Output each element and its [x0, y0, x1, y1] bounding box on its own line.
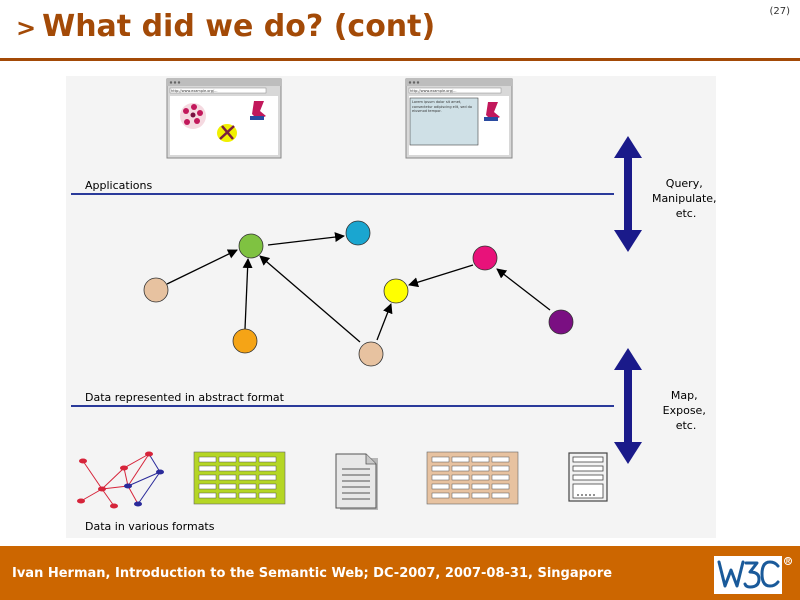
edge [496, 268, 551, 311]
green-table-icon [193, 451, 286, 505]
edge [267, 232, 345, 246]
graph-node-purple [548, 309, 574, 335]
edge [242, 258, 253, 330]
graph-node-tan [143, 277, 169, 303]
slide-footer: Ivan Herman, Introduction to the Semanti… [0, 546, 800, 600]
graph-node-green [238, 233, 264, 259]
microscope-icon [250, 101, 266, 120]
header-rule [0, 58, 800, 61]
network-graph-icon [77, 451, 164, 509]
graph-node-yellow [383, 278, 409, 304]
graph-node-cyan [345, 220, 371, 246]
stamp-icon [180, 103, 206, 129]
w3c-logo[interactable] [712, 552, 794, 596]
title-chevron: > [16, 14, 37, 42]
query-label: Query, Manipulate, etc. [652, 177, 716, 220]
right-window-text: Lorem ipsum dolor sit amet, consectetur … [412, 100, 473, 113]
layer-label-various: Data in various formats [85, 520, 215, 533]
dna-icon [217, 124, 237, 142]
tan-table-icon [426, 451, 519, 505]
edge [408, 264, 474, 288]
footer-text: Ivan Herman, Introduction to the Semanti… [12, 566, 613, 581]
left-address-text: http://www.example.org/... [171, 89, 218, 93]
slide-title: >What did we do? (cont) [16, 9, 435, 44]
edge [259, 255, 361, 343]
diagram-panel: http://www.example.org/... [66, 76, 716, 538]
edge [376, 303, 393, 341]
microscope-icon [484, 102, 500, 121]
diagram: http://www.example.org/... [71, 78, 716, 533]
query-double-arrow [614, 136, 642, 252]
map-label: Map, Expose, etc. [663, 389, 710, 432]
document-icon [335, 453, 378, 510]
browser-window-right: http://www.example.org/... Lorem ipsum d… [405, 78, 513, 159]
graph-node-tan [358, 341, 384, 367]
graph-node-magenta [472, 245, 498, 271]
graph-edges [166, 232, 551, 343]
title-text: What did we do? (cont) [42, 9, 436, 44]
page-number: (27) [769, 6, 790, 17]
server-icon [568, 452, 608, 502]
browser-window-left: http://www.example.org/... [166, 78, 282, 159]
layer-label-abstract: Data represented in abstract format [85, 391, 285, 404]
layer-label-applications: Applications [85, 179, 152, 192]
right-address-text: http://www.example.org/... [410, 89, 457, 93]
edge [166, 249, 238, 285]
map-double-arrow [614, 348, 642, 464]
slide-header: >What did we do? (cont) (27) [0, 0, 800, 62]
graph-node-orange [232, 328, 258, 354]
